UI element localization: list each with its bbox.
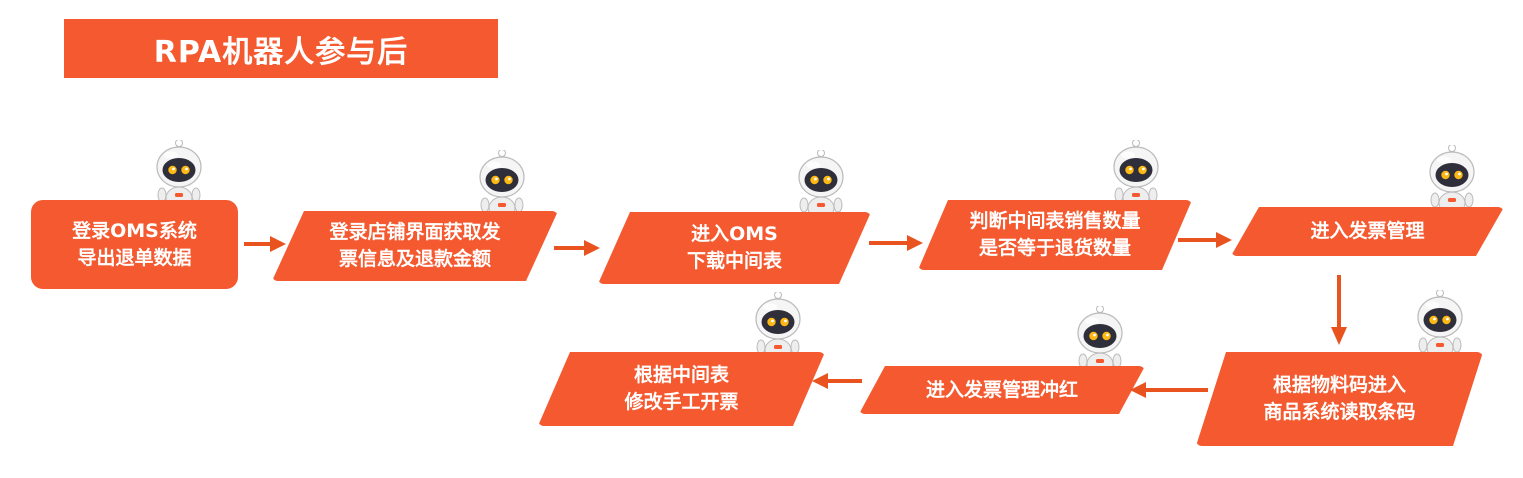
step-5-label: 进入发票管理: [1310, 220, 1425, 242]
step-shape: [859, 366, 1145, 414]
step-7-label: 进入发票管理冲红: [925, 378, 1078, 401]
arrow-icon: [244, 236, 286, 252]
step-8: 根据中间表 修改手工开票: [538, 352, 825, 426]
step-shape: [1196, 352, 1483, 446]
step-5: 进入发票管理: [1231, 207, 1504, 256]
arrow-icon: [554, 240, 600, 256]
step-shape: [1231, 207, 1504, 256]
step-6: 根据物料码进入 商品系统读取条码: [1196, 352, 1483, 446]
step-8-label: 根据中间表 修改手工开票: [624, 364, 739, 413]
arrow-icon: [812, 373, 862, 389]
step-2: 登录店铺界面获取发 票信息及退款金额: [272, 211, 558, 281]
step-shape: [918, 200, 1192, 270]
step-1-label: 登录OMS系统 导出退单数据: [72, 219, 197, 269]
arrow-icon: [869, 235, 923, 251]
step-2-label: 登录店铺界面获取发 票信息及退款金额: [329, 221, 501, 270]
step-7: 进入发票管理冲红: [859, 366, 1145, 414]
step-shape: [598, 212, 871, 284]
arrow-icon: [1178, 232, 1232, 248]
step-4: 判断中间表销售数量 是否等于退货数量: [918, 200, 1192, 270]
step-3: 进入OMS 下载中间表: [598, 212, 871, 284]
step-shape: [272, 211, 558, 281]
title-banner: RPA机器人参与后: [64, 19, 498, 78]
step-shape: [31, 200, 238, 289]
page-title: RPA机器人参与后: [153, 34, 409, 70]
arrow-icon: [1331, 275, 1347, 345]
step-6-label: 根据物料码进入 商品系统读取条码: [1263, 374, 1416, 423]
step-3-label: 进入OMS 下载中间表: [686, 223, 782, 272]
arrow-icon: [1130, 382, 1208, 398]
step-1: 登录OMS系统 导出退单数据: [31, 200, 238, 289]
step-shape: [538, 352, 825, 426]
step-4-label: 判断中间表销售数量 是否等于退货数量: [969, 210, 1141, 259]
